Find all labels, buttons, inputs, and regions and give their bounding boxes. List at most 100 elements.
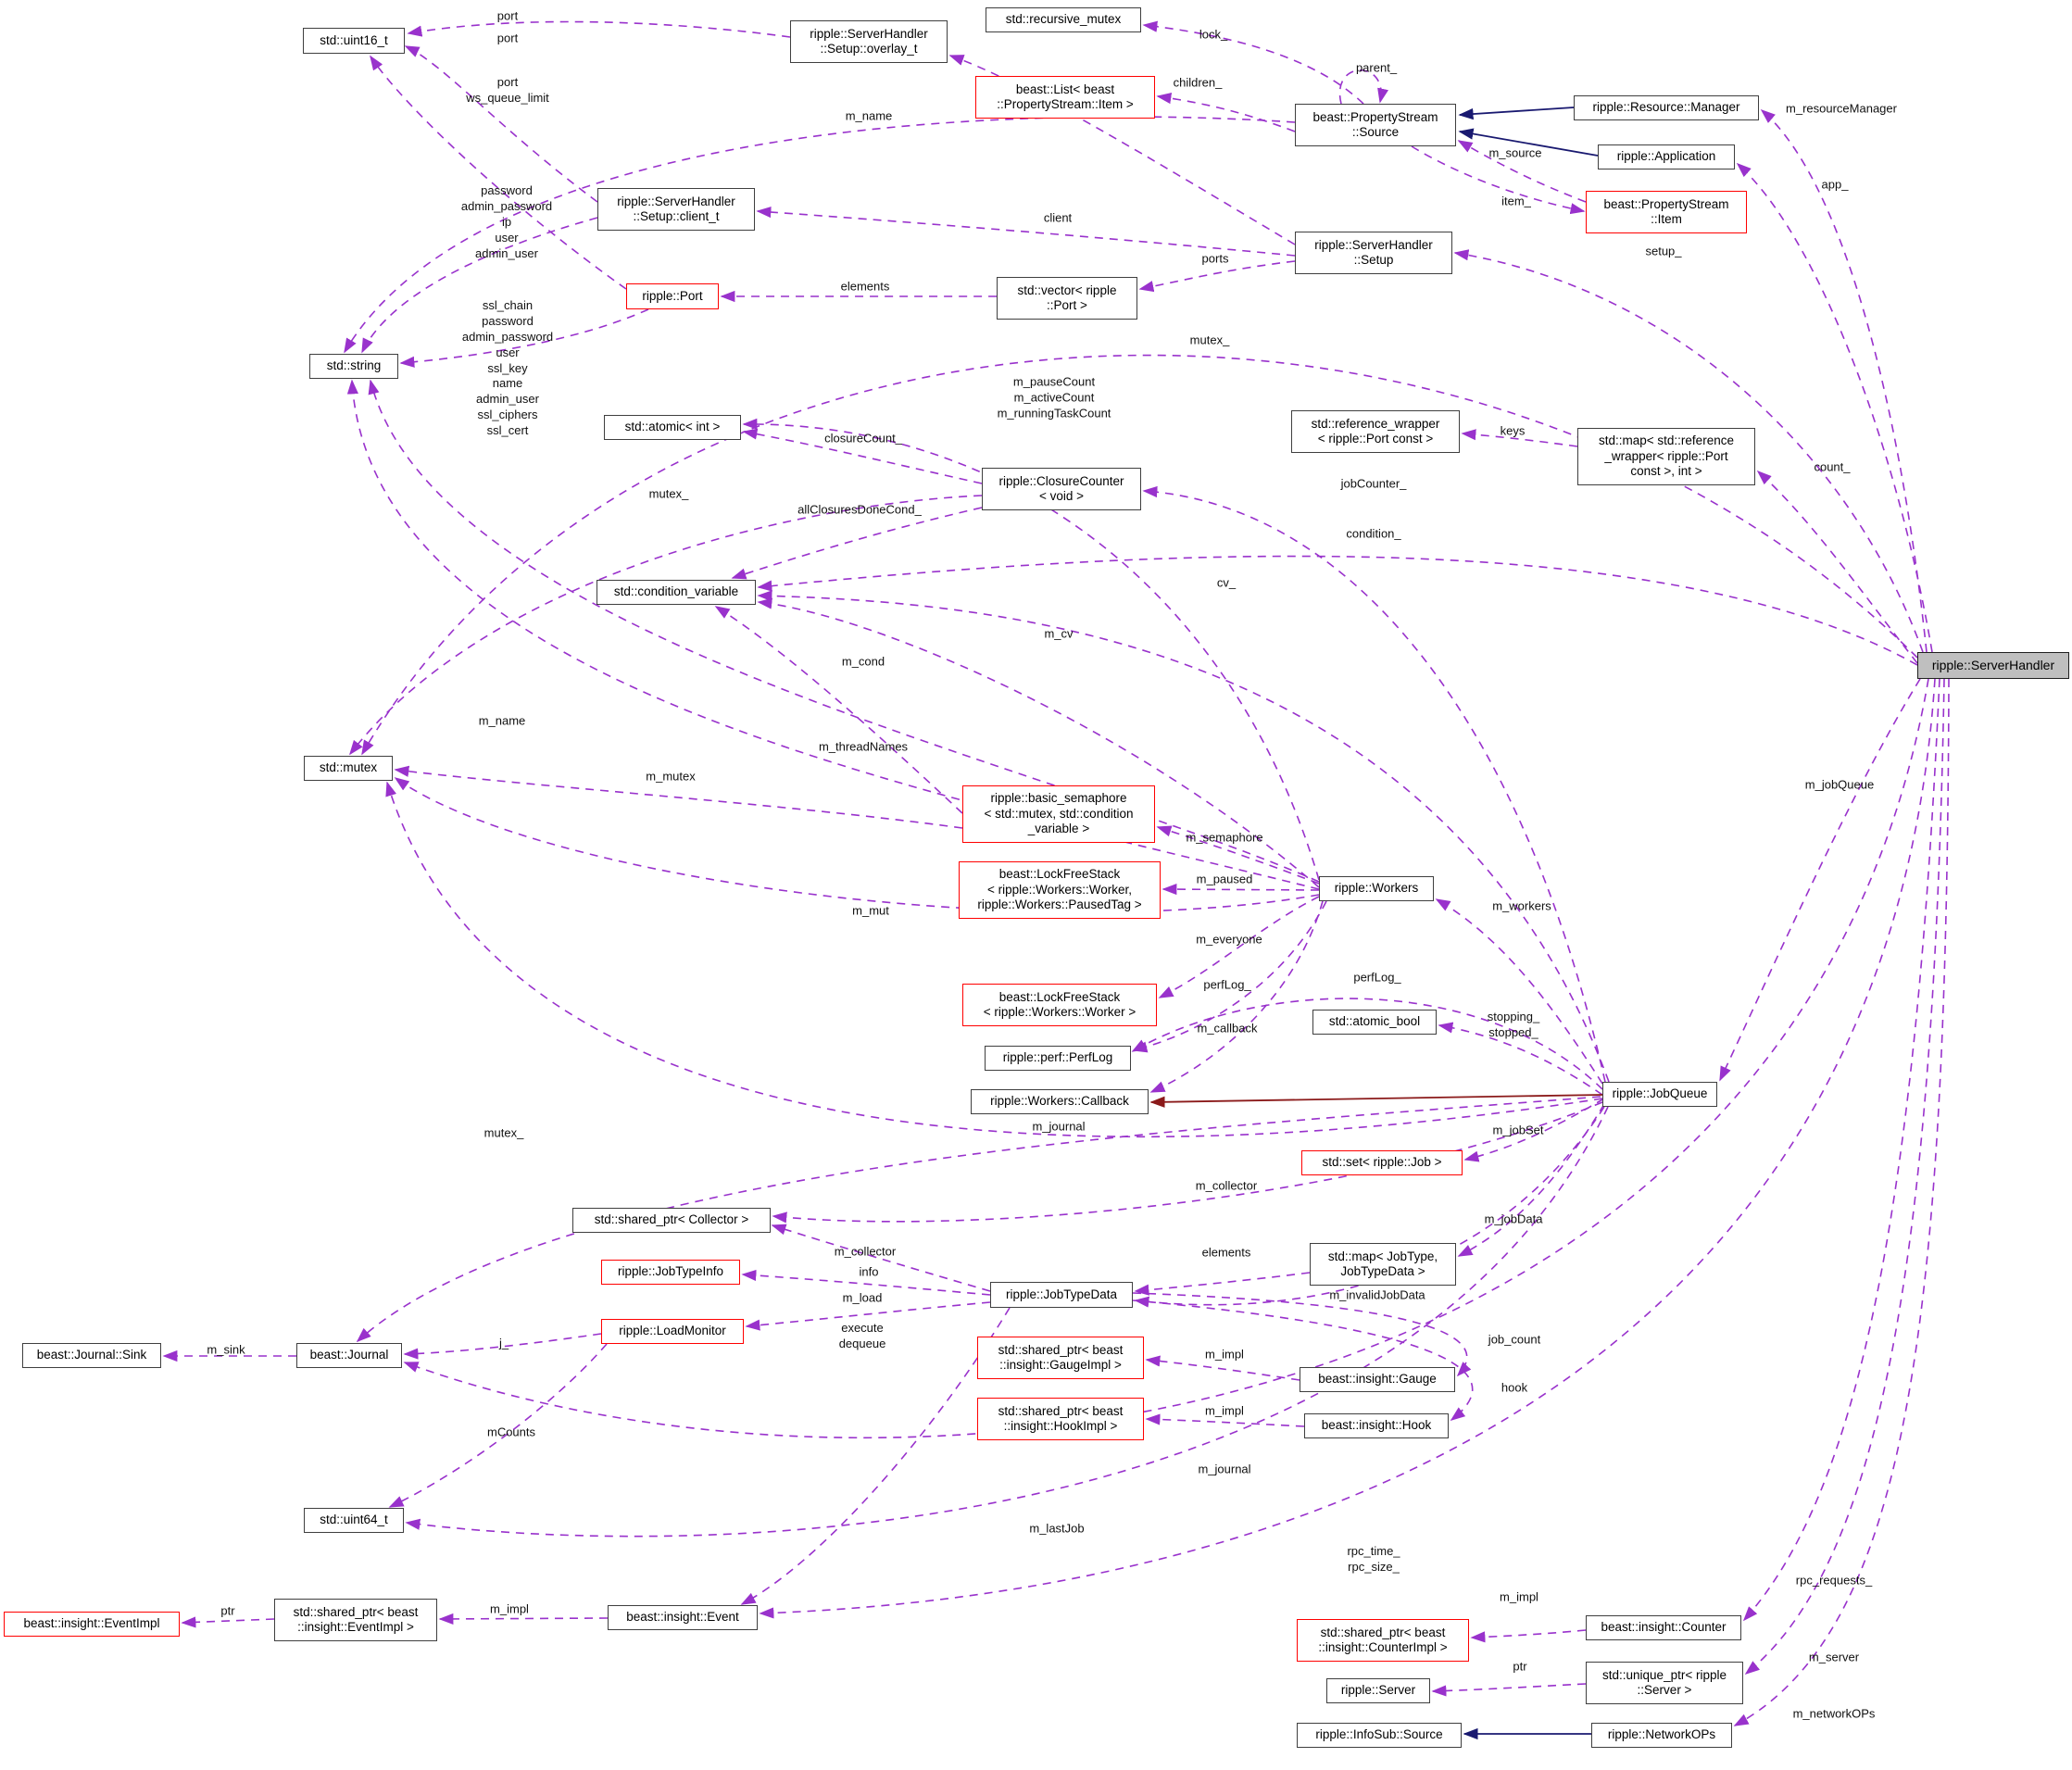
edge-member-0 <box>407 20 791 38</box>
node-std-mutex[interactable]: std::mutex <box>304 756 393 781</box>
edge-label-port: port ws_queue_limit <box>466 75 549 105</box>
node-set-job[interactable]: std::set< ripple::Job > <box>1301 1150 1463 1175</box>
node-jobqueue[interactable]: ripple::JobQueue <box>1602 1082 1717 1107</box>
edge-member-2 <box>370 55 627 290</box>
edge-member-34 <box>1132 900 1327 1053</box>
node-std-atomic-int[interactable]: std::atomic< int > <box>604 415 741 440</box>
edge-label-lock_: lock_ <box>1199 27 1228 42</box>
edge-label-execute: execute dequeue <box>838 1321 886 1350</box>
edge-member-38 <box>349 495 983 756</box>
node-lockfreestack-worker[interactable]: beast::LockFreeStack < ripple::Workers::… <box>962 984 1157 1026</box>
node-shared-ptr-collector[interactable]: std::shared_ptr< Collector > <box>572 1208 771 1233</box>
node-shared-ptr-hookimpl[interactable]: std::shared_ptr< beast ::insight::HookIm… <box>977 1398 1144 1440</box>
edge-label-hook: hook <box>1501 1380 1528 1395</box>
edge-member-1 <box>404 45 598 203</box>
node-insight-counter[interactable]: beast::insight::Counter <box>1586 1615 1741 1640</box>
edge-member-12 <box>1156 93 1296 132</box>
node-loadmonitor[interactable]: ripple::LoadMonitor <box>601 1319 744 1344</box>
node-journal[interactable]: beast::Journal <box>296 1343 402 1368</box>
node-workers-callback[interactable]: ripple::Workers::Callback <box>971 1089 1149 1114</box>
node-propertystream-item[interactable]: beast::PropertyStream ::Item <box>1586 191 1747 233</box>
edge-label-m_impl: m_impl <box>1205 1403 1244 1418</box>
edge-label-ptr: ptr <box>1513 1659 1527 1674</box>
node-unique-ptr-server[interactable]: std::unique_ptr< ripple ::Server > <box>1586 1662 1743 1704</box>
node-setup-overlay-t[interactable]: ripple::ServerHandler ::Setup::overlay_t <box>790 20 948 63</box>
edge-member-32 <box>1162 884 1320 896</box>
node-map-refwrapper-int[interactable]: std::map< std::reference _wrapper< rippl… <box>1577 428 1755 485</box>
node-ripple-port[interactable]: ripple::Port <box>626 283 719 309</box>
node-ripple-server[interactable]: ripple::Server <box>1326 1678 1430 1703</box>
edge-label-m_lastJob: m_lastJob <box>1029 1521 1085 1536</box>
edge-label-m_journal: m_journal <box>1032 1119 1086 1134</box>
node-std-string[interactable]: std::string <box>309 354 398 379</box>
node-shared-ptr-gaugeimpl[interactable]: std::shared_ptr< beast ::insight::GaugeI… <box>977 1337 1144 1379</box>
edge-label-allClosuresDoneCond_: allClosuresDoneCond_ <box>797 502 922 517</box>
edge-member-13 <box>1457 140 1587 203</box>
edge-member-49 <box>1457 1103 1605 1257</box>
edge-label-rpc_requests_: rpc_requests_ <box>1795 1573 1873 1588</box>
edge-label-m_callback: m_callback <box>1197 1021 1258 1036</box>
edge-label-m_jobSet: m_jobSet <box>1492 1123 1544 1137</box>
node-insight-hook[interactable]: beast::insight::Hook <box>1304 1413 1449 1438</box>
edge-label-m_everyone: m_everyone <box>1196 932 1262 947</box>
edge-label-mutex_: mutex_ <box>483 1125 524 1140</box>
node-insight-eventimpl[interactable]: beast::insight::EventImpl <box>4 1612 180 1637</box>
node-lockfreestack-paused[interactable]: beast::LockFreeStack < ripple::Workers::… <box>959 861 1161 919</box>
edge-label-app_: app_ <box>1821 177 1849 192</box>
node-jobtypeinfo[interactable]: ripple::JobTypeInfo <box>601 1260 740 1285</box>
node-basic-semaphore[interactable]: ripple::basic_semaphore < std::mutex, st… <box>962 785 1155 843</box>
node-std-uint16-t[interactable]: std::uint16_t <box>303 28 405 54</box>
node-resource-manager[interactable]: ripple::Resource::Manager <box>1574 95 1759 120</box>
node-reference-wrapper[interactable]: std::reference_wrapper < ripple::Port co… <box>1291 410 1460 453</box>
node-insight-gauge[interactable]: beast::insight::Gauge <box>1300 1367 1455 1392</box>
edge-label-m_collector: m_collector <box>1195 1178 1258 1193</box>
edge-label-m_impl: m_impl <box>1500 1589 1538 1604</box>
edge-member-37 <box>742 428 983 484</box>
edge-member-55 <box>740 1307 1011 1605</box>
node-serverhandler-setup[interactable]: ripple::ServerHandler ::Setup <box>1295 232 1452 274</box>
edge-label-m_name: m_name <box>478 713 526 728</box>
node-journal-sink[interactable]: beast::Journal::Sink <box>22 1343 161 1368</box>
node-serverhandler[interactable]: ripple::ServerHandler <box>1917 652 2069 679</box>
node-setup-client-t[interactable]: ripple::ServerHandler ::Setup::client_t <box>597 188 755 231</box>
edge-label-m_invalidJobData: m_invalidJobData <box>1329 1287 1425 1302</box>
edge-member-48 <box>772 1101 1603 1224</box>
node-shared-ptr-eventimpl[interactable]: std::shared_ptr< beast ::insight::EventI… <box>274 1599 437 1641</box>
node-workers[interactable]: ripple::Workers <box>1319 876 1434 901</box>
node-shared-ptr-counterimpl[interactable]: std::shared_ptr< beast ::insight::Counte… <box>1297 1619 1469 1662</box>
edge-label-elements: elements <box>840 279 890 294</box>
node-vector-port[interactable]: std::vector< ripple ::Port > <box>997 277 1137 320</box>
node-propertystream-source[interactable]: beast::PropertyStream ::Source <box>1295 104 1456 146</box>
edge-member-33 <box>1158 896 1320 998</box>
edge-member-23 <box>757 555 1918 666</box>
node-closure-counter[interactable]: ripple::ClosureCounter < void > <box>982 468 1141 510</box>
edge-label-mCounts: mCounts <box>486 1425 536 1439</box>
edge-member-10 <box>1338 69 1388 105</box>
edge-member-39 <box>731 507 983 580</box>
edge-label-children_: children_ <box>1173 75 1223 90</box>
node-networkops[interactable]: ripple::NetworkOPs <box>1591 1723 1732 1748</box>
edge-label-client: client <box>1043 210 1073 225</box>
edge-label-m_server: m_server <box>1808 1650 1860 1664</box>
edge-label-m_mutex: m_mutex <box>646 769 696 784</box>
node-std-atomic-bool[interactable]: std::atomic_bool <box>1312 1010 1437 1035</box>
node-std-condition-variable[interactable]: std::condition_variable <box>596 580 756 605</box>
edge-label-jobCounter_: jobCounter_ <box>1340 476 1407 491</box>
edge-label-m_paused: m_paused <box>1196 872 1253 886</box>
node-infosub-source[interactable]: ripple::InfoSub::Source <box>1297 1723 1462 1748</box>
node-beast-list-item[interactable]: beast::List< beast ::PropertyStream::Ite… <box>975 76 1155 119</box>
edge-label-m_semaphore: m_semaphore <box>1186 830 1263 845</box>
node-insight-event[interactable]: beast::insight::Event <box>608 1605 758 1630</box>
edge-label-m_pauseCount: m_pauseCount m_activeCount m_runningTask… <box>997 374 1111 421</box>
node-std-uint64-t[interactable]: std::uint64_t <box>304 1508 404 1533</box>
edge-member-63 <box>403 678 1929 1439</box>
node-map-jobtype-jobtypedata[interactable]: std::map< JobType, JobTypeData > <box>1310 1243 1456 1286</box>
node-application[interactable]: ripple::Application <box>1598 144 1735 169</box>
edge-member-58 <box>1145 1355 1300 1381</box>
node-jobtypedata[interactable]: ripple::JobTypeData <box>990 1282 1133 1308</box>
edge-member-4 <box>756 206 1296 257</box>
edge-member-69 <box>1431 1683 1587 1697</box>
node-std-recursive-mutex[interactable]: std::recursive_mutex <box>986 7 1141 32</box>
node-perflog[interactable]: ripple::perf::PerfLog <box>985 1046 1131 1071</box>
edge-member-7 <box>399 308 649 368</box>
